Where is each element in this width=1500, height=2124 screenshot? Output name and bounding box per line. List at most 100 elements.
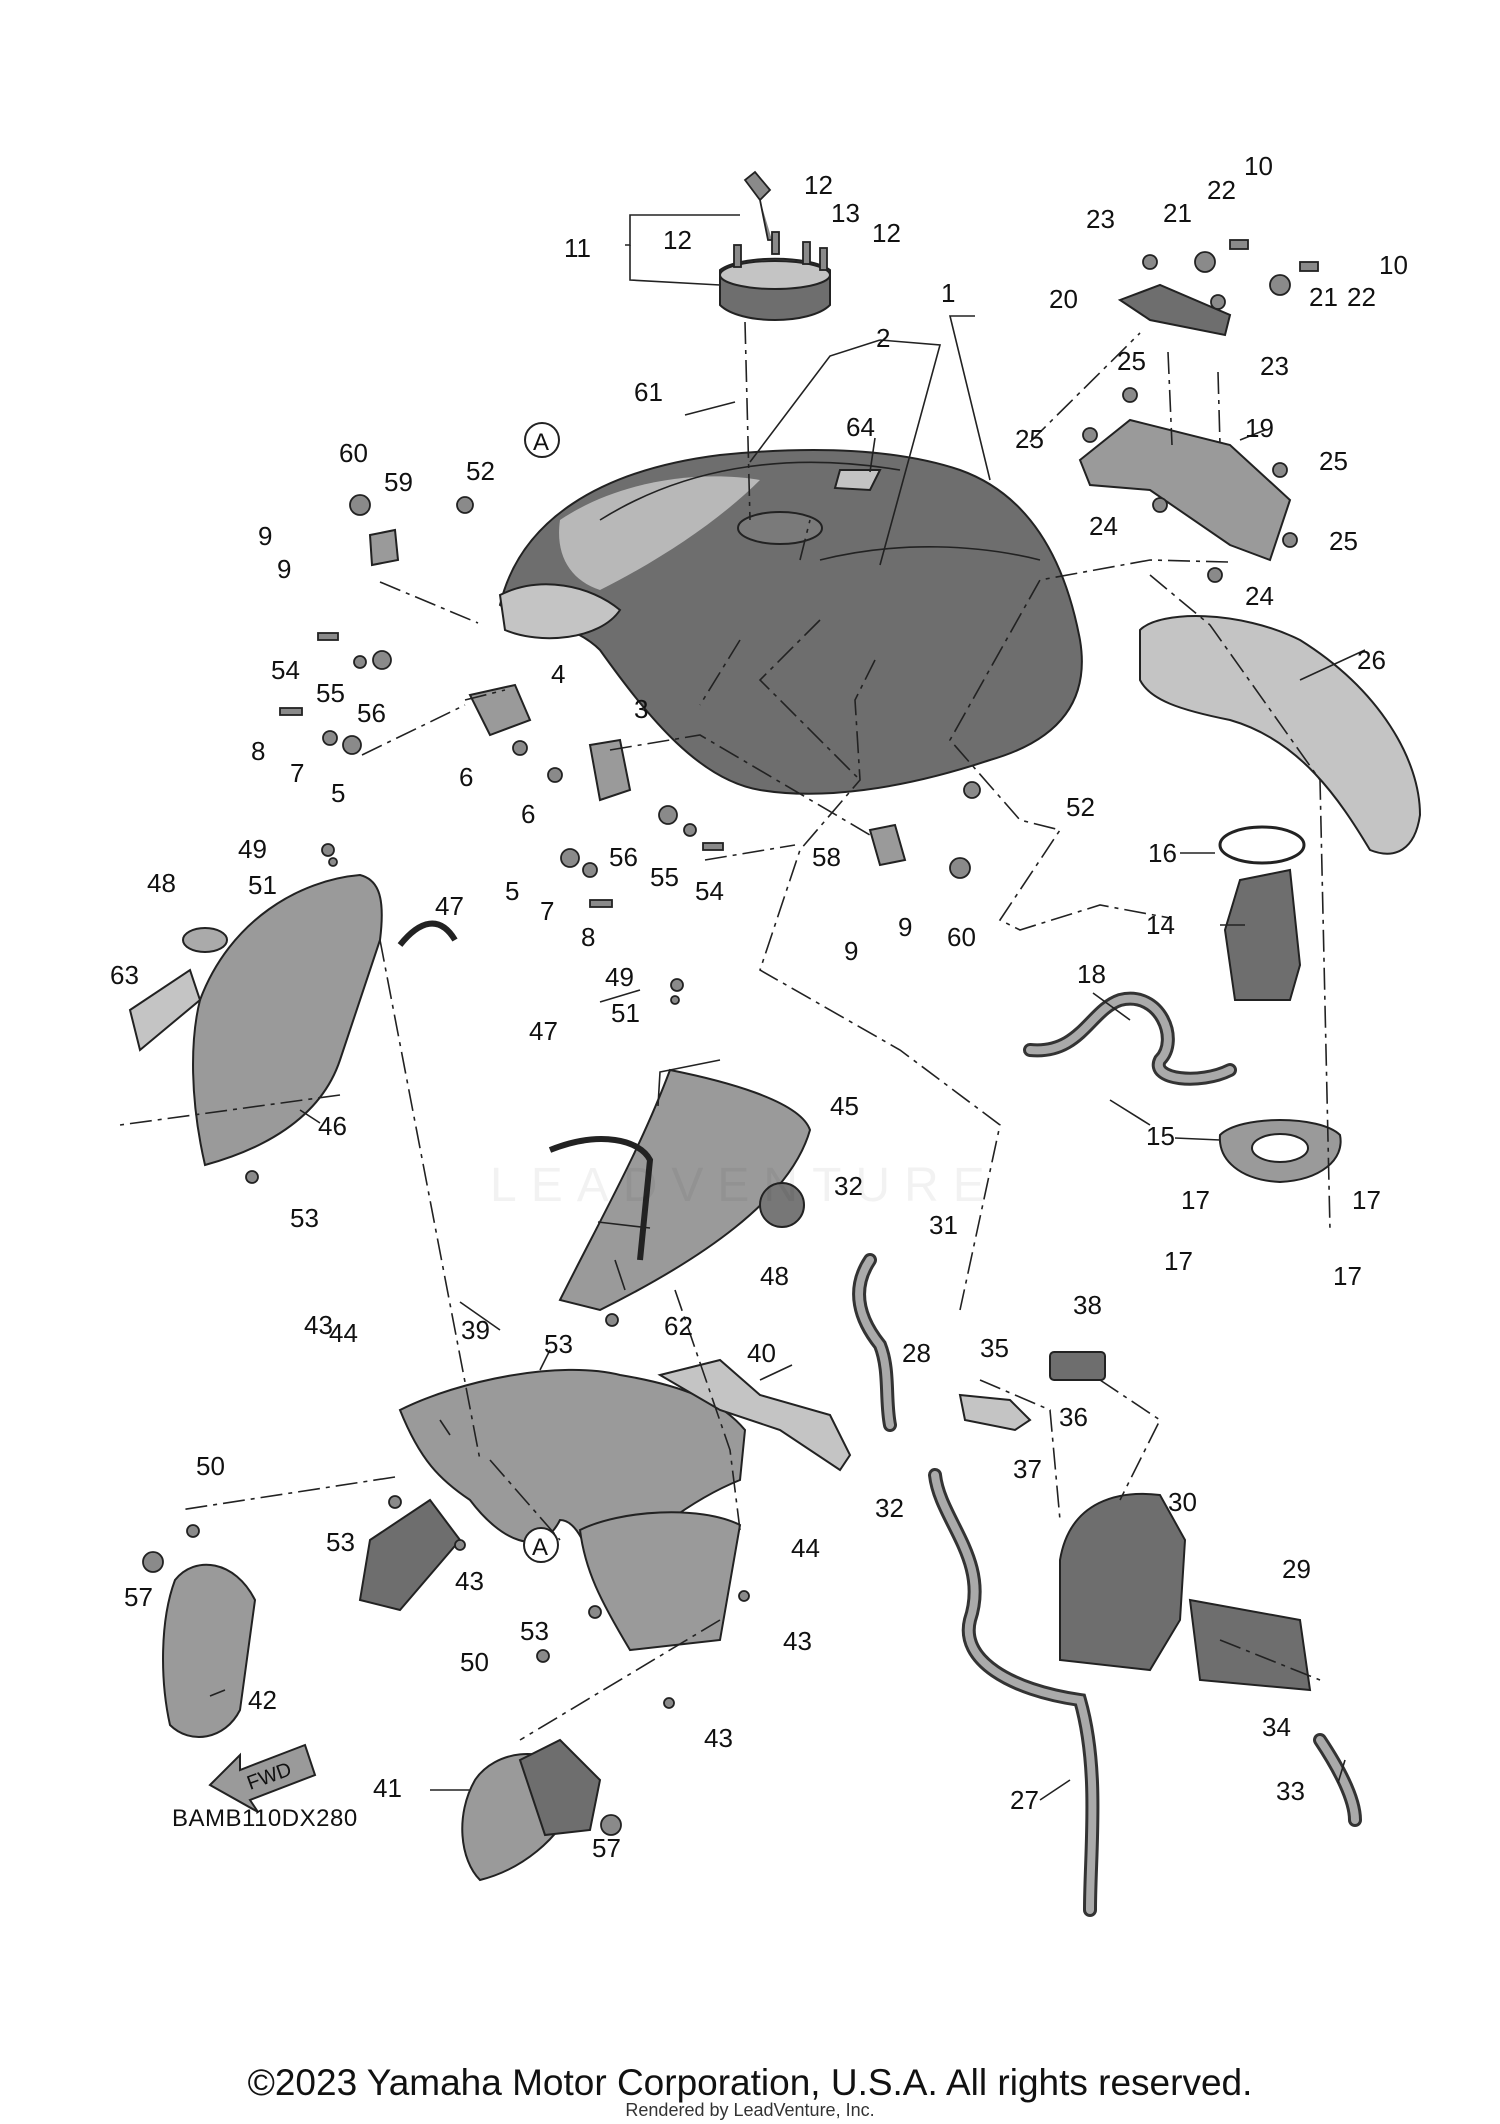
tank-bracket-3 bbox=[588, 738, 632, 802]
part-number-25: 25 bbox=[1015, 424, 1044, 454]
trim-decal-63 bbox=[128, 968, 202, 1052]
svg-text:A: A bbox=[533, 429, 549, 456]
bolt bbox=[317, 632, 339, 641]
part-number-3: 3 bbox=[634, 694, 648, 724]
part-number-6: 6 bbox=[521, 799, 535, 829]
part-number-60: 60 bbox=[339, 438, 368, 468]
part-number-19: 19 bbox=[1245, 413, 1274, 443]
fuel-pump-plate-hole bbox=[1251, 1133, 1309, 1163]
part-number-50: 50 bbox=[460, 1647, 489, 1677]
screw bbox=[536, 1649, 550, 1663]
part-number-28: 28 bbox=[902, 1338, 931, 1368]
fuel-cap-top bbox=[719, 260, 831, 290]
part-number-53: 53 bbox=[290, 1203, 319, 1233]
screw bbox=[738, 1590, 750, 1602]
collar bbox=[1229, 239, 1249, 250]
tank-bracket-4 bbox=[468, 683, 532, 737]
fuel-hose bbox=[1023, 991, 1237, 1086]
part-number-23: 23 bbox=[1260, 351, 1289, 381]
nut bbox=[963, 781, 981, 799]
leader-lines bbox=[209, 214, 1366, 1801]
fuel-cap-key bbox=[743, 170, 772, 241]
part-number-16: 16 bbox=[1148, 838, 1177, 868]
damper bbox=[658, 805, 678, 825]
part-number-15: 15 bbox=[1146, 1121, 1175, 1151]
part-number-43: 43 bbox=[304, 1310, 333, 1340]
part-number-32: 32 bbox=[875, 1493, 904, 1523]
bolt-head bbox=[1122, 387, 1138, 403]
fuel-cap-bolt bbox=[733, 244, 742, 268]
damper bbox=[372, 650, 392, 670]
copyright-notice: ©2023 Yamaha Motor Corporation, U.S.A. A… bbox=[247, 2062, 1253, 2103]
screw bbox=[245, 1170, 259, 1184]
part-number-20: 20 bbox=[1049, 284, 1078, 314]
part-number-52: 52 bbox=[1066, 792, 1095, 822]
part-number-1: 1 bbox=[941, 278, 955, 308]
charcoal-canister bbox=[1188, 1598, 1312, 1692]
part-number-55: 55 bbox=[650, 862, 679, 892]
part-number-43: 43 bbox=[783, 1626, 812, 1656]
part-number-7: 7 bbox=[290, 758, 304, 788]
part-number-43: 43 bbox=[704, 1723, 733, 1753]
part-number-17: 17 bbox=[1352, 1185, 1381, 1215]
nut bbox=[1210, 294, 1226, 310]
fuel-filler-opening bbox=[737, 511, 823, 545]
part-number-2: 2 bbox=[876, 323, 890, 353]
bolt-head bbox=[547, 767, 563, 783]
tank-trim-strip-61 bbox=[599, 461, 901, 521]
part-number-44: 44 bbox=[329, 1318, 358, 1348]
bolt-head bbox=[1282, 532, 1298, 548]
part-number-48: 48 bbox=[760, 1261, 789, 1291]
part-number-50: 50 bbox=[196, 1451, 225, 1481]
part-number-63: 63 bbox=[110, 960, 139, 990]
bolt-head bbox=[1082, 427, 1098, 443]
part-number-29: 29 bbox=[1282, 1554, 1311, 1584]
part-number-27: 27 bbox=[1010, 1785, 1039, 1815]
screw bbox=[670, 978, 684, 992]
part-number-53: 53 bbox=[544, 1329, 573, 1359]
part-number-8: 8 bbox=[251, 736, 265, 766]
part-number-12: 12 bbox=[663, 225, 692, 255]
bolt bbox=[279, 707, 303, 716]
part-number-41: 41 bbox=[373, 1773, 402, 1803]
part-number-6: 6 bbox=[459, 762, 473, 792]
bolt bbox=[589, 899, 613, 908]
part-number-53: 53 bbox=[520, 1616, 549, 1646]
part-number-24: 24 bbox=[1245, 581, 1274, 611]
screw bbox=[186, 1524, 200, 1538]
screw bbox=[588, 1605, 602, 1619]
breather-hose-31-core bbox=[855, 1256, 894, 1429]
damper bbox=[949, 857, 971, 879]
part-number-64: 64 bbox=[846, 412, 875, 442]
cover-bracket-40 bbox=[657, 1358, 852, 1472]
part-number-7: 7 bbox=[540, 896, 554, 926]
nut bbox=[1142, 254, 1158, 270]
tank-stay-59 bbox=[368, 528, 400, 567]
cover-seal bbox=[548, 1136, 654, 1261]
part-number-25: 25 bbox=[1329, 526, 1358, 556]
part-number-32: 32 bbox=[834, 1171, 863, 1201]
lower-cover-left bbox=[162, 1563, 257, 1738]
part-number-14: 14 bbox=[1146, 910, 1175, 940]
breather-hose-core bbox=[931, 1471, 1097, 1914]
nut bbox=[456, 496, 474, 514]
part-number-48: 48 bbox=[147, 868, 176, 898]
part-number-42: 42 bbox=[248, 1685, 277, 1715]
part-number-17: 17 bbox=[1164, 1246, 1193, 1276]
part-number-53: 53 bbox=[326, 1527, 355, 1557]
collar bbox=[342, 735, 362, 755]
rear-tank-bracket bbox=[1078, 418, 1292, 562]
part-number-51: 51 bbox=[248, 870, 277, 900]
lower-side-panel-right bbox=[578, 1511, 742, 1652]
part-number-46: 46 bbox=[318, 1111, 347, 1141]
part-number-30: 30 bbox=[1168, 1487, 1197, 1517]
diagram-code: BAMB110DX280 bbox=[172, 1805, 358, 1832]
damper bbox=[349, 494, 371, 516]
part-number-17: 17 bbox=[1181, 1185, 1210, 1215]
fuel-pump bbox=[1223, 868, 1302, 1001]
part-number-26: 26 bbox=[1357, 645, 1386, 675]
part-number-34: 34 bbox=[1262, 1712, 1291, 1742]
screw bbox=[321, 843, 335, 857]
fuel-pump-gasket bbox=[1218, 825, 1306, 865]
